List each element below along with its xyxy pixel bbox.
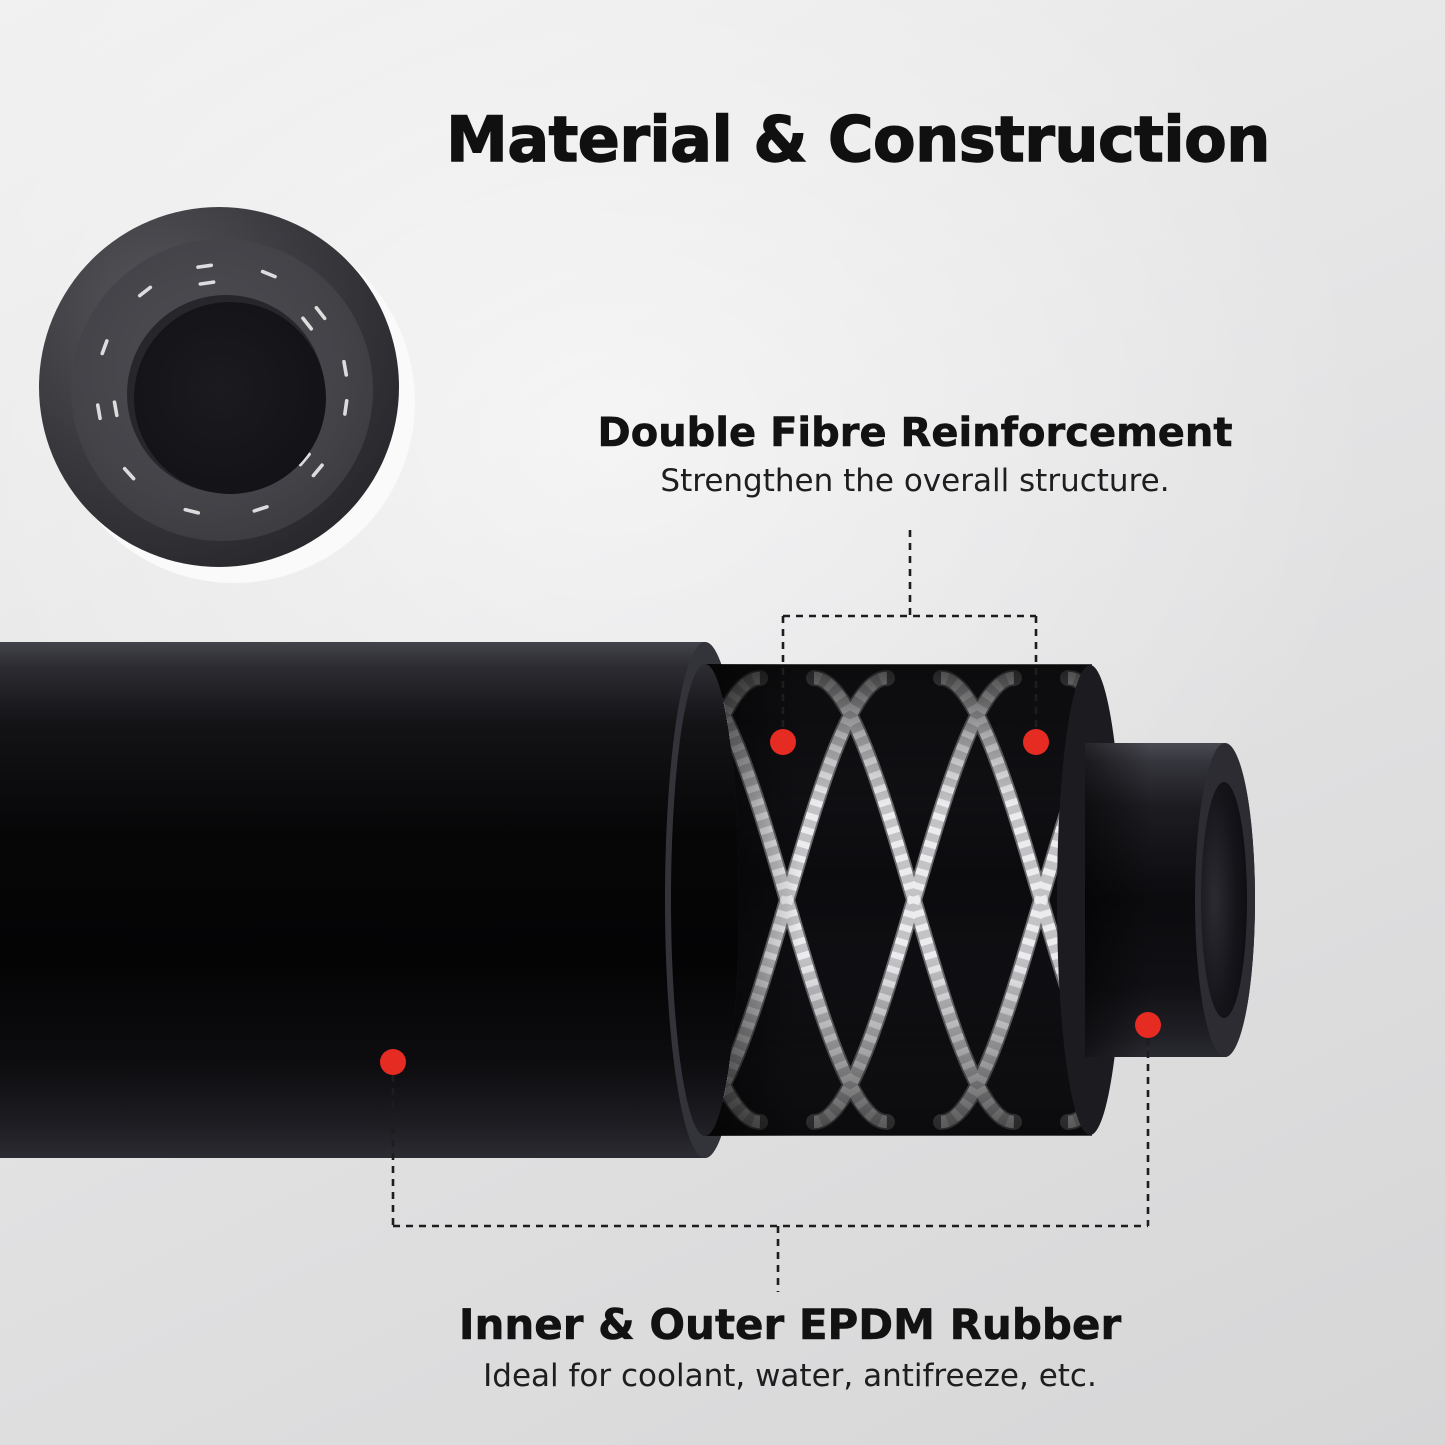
hose-cross-section-photo bbox=[39, 207, 415, 583]
callout-fibre-heading: Double Fibre Reinforcement bbox=[597, 410, 1233, 457]
bore-hole bbox=[134, 302, 326, 494]
callout-rubber-subheading: Ideal for coolant, water, antifreeze, et… bbox=[483, 1358, 1097, 1394]
fiber-end-marks bbox=[95, 263, 349, 515]
callout-fibre: Double Fibre Reinforcement Strengthen th… bbox=[597, 410, 1233, 499]
red-marker-dot-inner-tube bbox=[1135, 1012, 1161, 1038]
tube-bore bbox=[1201, 782, 1247, 1018]
red-marker-dot-outer-rubber bbox=[380, 1049, 406, 1075]
callout-connector-rubber bbox=[391, 1025, 1150, 1292]
callout-connector-fibre bbox=[781, 530, 1038, 742]
inner-tube bbox=[1085, 743, 1255, 1057]
marker-dots bbox=[380, 729, 1161, 1075]
red-marker-dot-fibre-right bbox=[1023, 729, 1049, 755]
outer-rubber-layer bbox=[0, 642, 745, 1158]
red-marker-dot-fibre-left bbox=[770, 729, 796, 755]
callout-rubber: Inner & Outer EPDM Rubber Ideal for cool… bbox=[458, 1300, 1122, 1394]
hose-cutaway-illustration bbox=[0, 641, 1255, 1159]
callout-fibre-subheading: Strengthen the overall structure. bbox=[660, 463, 1170, 499]
page-title: Material & Construction bbox=[445, 102, 1271, 176]
callout-rubber-heading: Inner & Outer EPDM Rubber bbox=[458, 1300, 1122, 1350]
